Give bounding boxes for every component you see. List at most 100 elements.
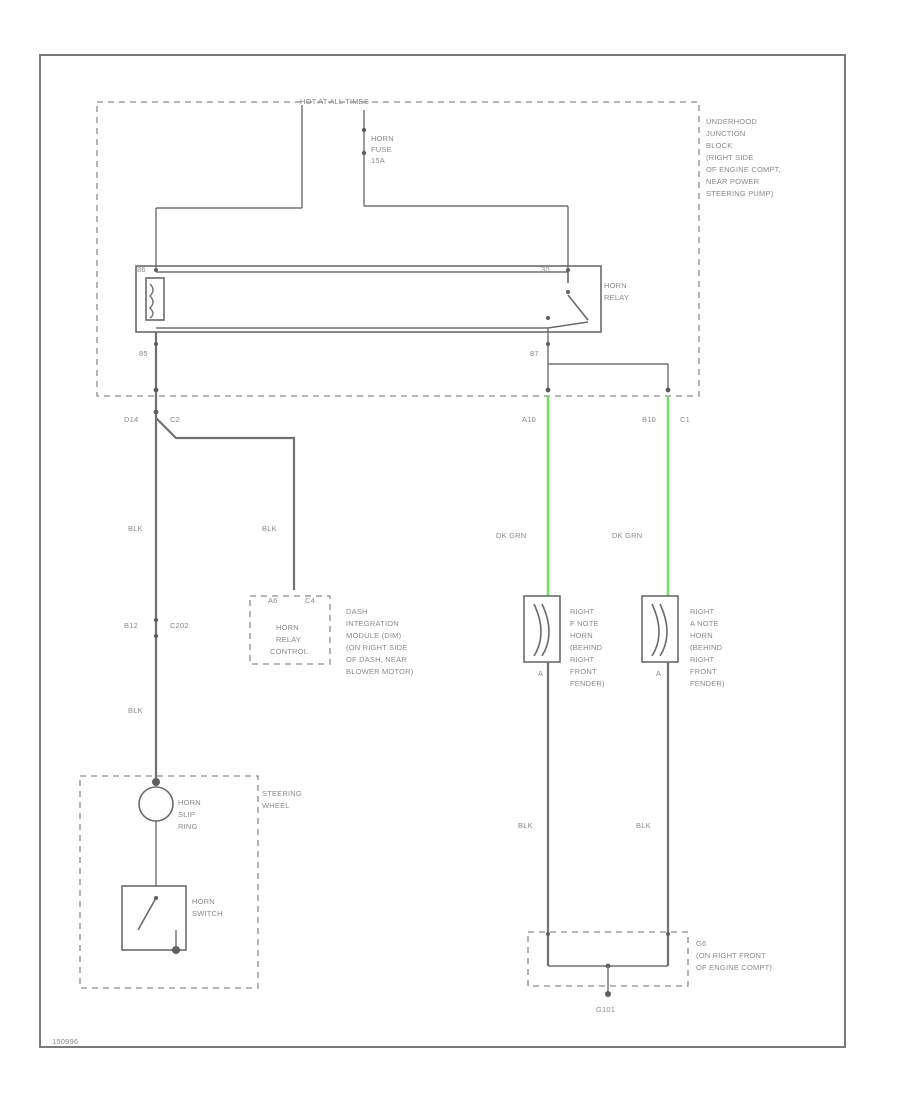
horn-a-2: HORN [690,631,713,640]
relay-switch-contact [566,290,570,294]
horn-a-5: FRONT [690,667,717,676]
fuse-node-bottom [361,150,367,156]
relay-switch-out [547,321,589,329]
steering-wheel-1: STEERING [262,789,302,798]
relay-pin-30: 30 [541,265,550,274]
conn-d14: D14 [124,415,138,424]
relay-node-30 [566,268,570,272]
node-85-c [153,409,159,415]
dim-label-1: INTEGRATION [346,619,399,628]
horn-switch-arm [137,897,157,931]
conn-a6: A6 [268,596,278,605]
dim-label-5: BLOWER MOTOR) [346,667,414,676]
conn-b10: B10 [642,415,656,424]
node-85-b [153,387,159,393]
dim-label-0: DASH [346,607,368,616]
node-87-b [546,342,550,346]
junction-label-6: STEERING PUMP) [706,189,774,198]
junction-block-outline [96,101,700,397]
horn-a-pin: A [656,669,661,678]
node-a10 [545,387,551,393]
horn-f-note [523,595,561,663]
junction-label-5: NEAR POWER [706,177,760,186]
slip-ring-2: SLIP [178,810,195,819]
relay-pin-85: 85 [139,349,148,358]
wire-dkgrn-2: DK GRN [612,531,642,540]
horn-a-0: RIGHT [690,607,715,616]
horn-f-6: FENDER) [570,679,605,688]
fuse-node-top [361,127,367,133]
dim-label-2: MODULE (DIM) [346,631,402,640]
relay-pin-86: 86 [137,265,146,274]
dim-box-1: HORN [276,623,299,632]
node-87-a [546,316,550,320]
relay-pin-87: 87 [530,349,539,358]
horn-a-1: A NOTE [690,619,719,628]
horn-f-0: RIGHT [570,607,595,616]
relay-node-86 [154,268,158,272]
horn-f-pin: A [538,669,543,678]
node-85-a [154,342,158,346]
ground-block-0: G6 [696,939,706,948]
horn-a-4: RIGHT [690,655,715,664]
diagram-id: 150996 [52,1037,78,1046]
horn-f-3: (BEHIND [570,643,603,652]
junction-label-2: BLOCK [706,141,732,150]
horn-a-note [641,595,679,663]
slip-ring-3: RING [178,822,198,831]
ground-block-outline [527,931,689,987]
junction-label-0: UNDERHOOD [706,117,757,126]
slip-ring-1: HORN [178,798,201,807]
relay-label-1: HORN [604,281,627,290]
node-b10 [665,387,671,393]
junction-label-3: (RIGHT SIDE [706,153,753,162]
horn-slip-ring [138,786,174,822]
wire-to-dim [155,417,296,590]
wire-blk-4: BLK [518,821,533,830]
horn-a-3: (BEHIND [690,643,723,652]
dim-box-3: CONTROL [270,647,308,656]
horn-switch-box [121,885,187,951]
ground-block-1: (ON RIGHT FRONT [696,951,766,960]
conn-c4: C4 [305,596,315,605]
horn-relay-box [135,265,602,333]
horn-switch-contact [154,896,158,900]
horn-f-1: F NOTE [570,619,599,628]
relay-switch-arm [567,294,589,321]
diagram-frame [39,54,846,1048]
slip-ring-node [152,778,160,786]
ground-block-2: OF ENGINE COMPT) [696,963,772,972]
horn-f-2: HORN [570,631,593,640]
conn-c1: C1 [680,415,690,424]
horn-switch-1: HORN [192,897,215,906]
horn-switch-2: SWITCH [192,909,223,918]
junction-label-4: OF ENGINE COMPT, [706,165,781,174]
junction-label-1: JUNCTION [706,129,746,138]
hot-at-all-times-label: HOT AT ALL TIMES [300,97,369,106]
steering-wheel-2: WHEEL [262,801,290,810]
horn-f-5: FRONT [570,667,597,676]
dim-box [249,595,331,665]
ground-node-right [666,932,670,936]
relay-coil-winding [149,283,154,319]
wire-blk-2: BLK [262,524,277,533]
dim-box-2: RELAY [276,635,301,644]
ground-node-left [546,932,550,936]
wire-blk-3: BLK [128,706,143,715]
relay-label-2: RELAY [604,293,629,302]
wire-blk-1: BLK [128,524,143,533]
steering-wheel-outline [79,775,259,989]
conn-b12: B12 [124,621,138,630]
fuse-label-3: 15A [371,156,385,165]
horn-f-4: RIGHT [570,655,595,664]
relay-coil [145,277,165,321]
node-c202-b [153,633,159,639]
ground-id: G101 [596,1005,615,1014]
horn-a-6: FENDER) [690,679,725,688]
fuse-label-1: HORN [371,134,394,143]
dim-label-3: (ON RIGHT SIDE [346,643,407,652]
ground-terminal-icon [605,991,611,997]
fuse-label-2: FUSE [371,145,392,154]
conn-c2: C2 [170,415,180,424]
